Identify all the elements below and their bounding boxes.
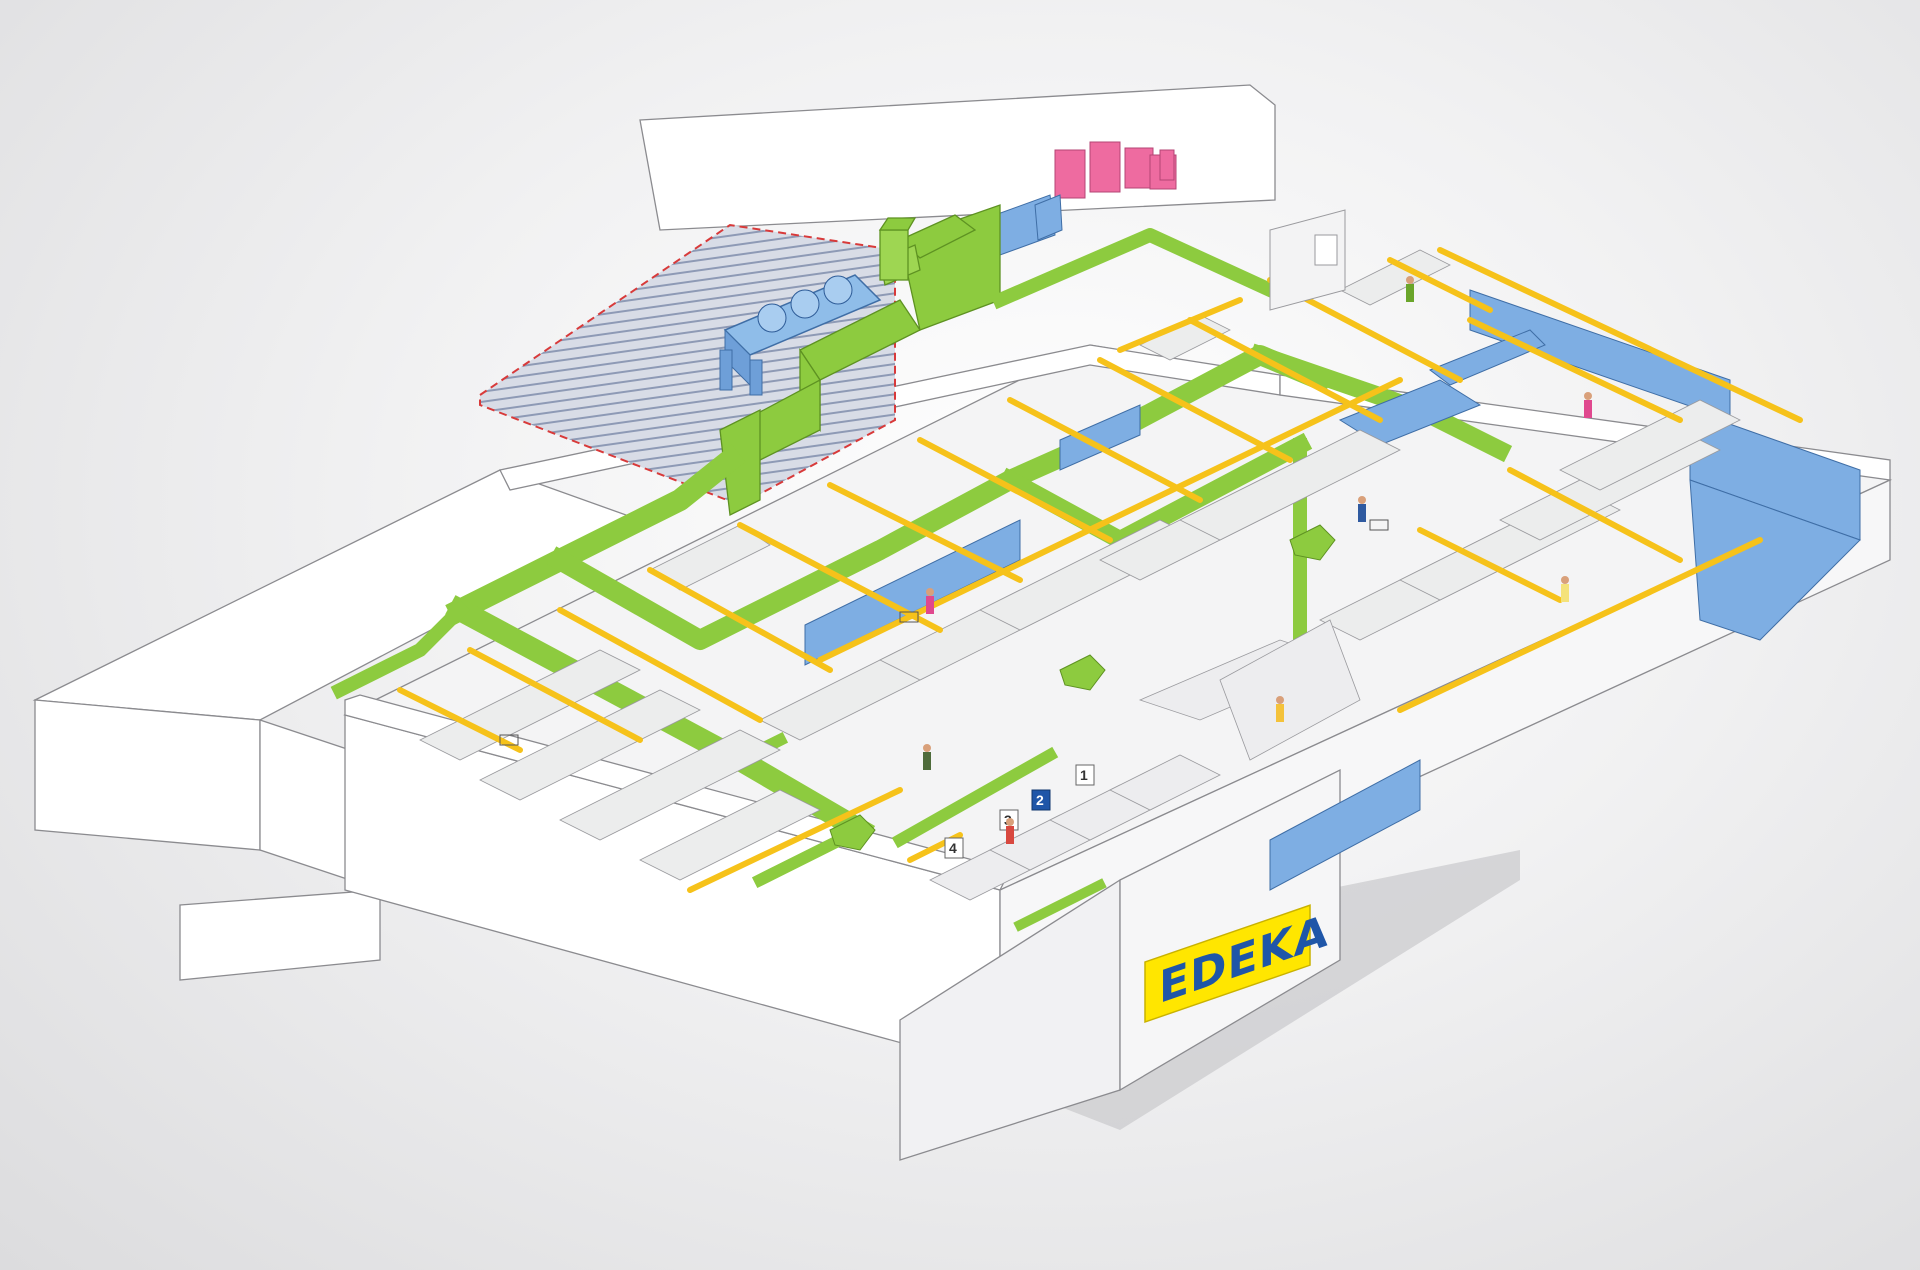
person-icon [1406, 276, 1414, 302]
office-room [1269, 209, 1346, 311]
condenser-fan-icon [823, 275, 853, 305]
checkout-counters [929, 619, 1361, 901]
air-handling-unit-icon [719, 204, 1001, 516]
back-wall-high [639, 84, 1276, 231]
person-icon [1584, 392, 1592, 418]
person-icon [1006, 818, 1014, 844]
condenser-fan-icon [757, 303, 787, 333]
heating-equipment [1054, 141, 1177, 199]
control-cabinets [994, 194, 1063, 256]
person-icon [926, 588, 934, 614]
shopping-cart-icon [1369, 519, 1389, 531]
shopping-cart-icon [499, 734, 519, 746]
lane-number-4: 4 [949, 840, 957, 856]
person-icon [1358, 496, 1366, 522]
shelving-units [419, 249, 1741, 881]
people [499, 276, 1592, 844]
ventilation-outlets [829, 524, 1336, 851]
person-icon [923, 744, 931, 770]
person-icon [1276, 696, 1284, 722]
shopping-cart-icon [899, 611, 919, 623]
annex-front-left [34, 699, 261, 851]
person-icon [1561, 576, 1569, 602]
lane-number-1: 1 [1080, 767, 1088, 783]
condenser-unit [719, 274, 882, 396]
annex-base [179, 889, 381, 981]
condenser-fan-icon [790, 289, 820, 319]
lane-number-2: 2 [1036, 792, 1044, 808]
